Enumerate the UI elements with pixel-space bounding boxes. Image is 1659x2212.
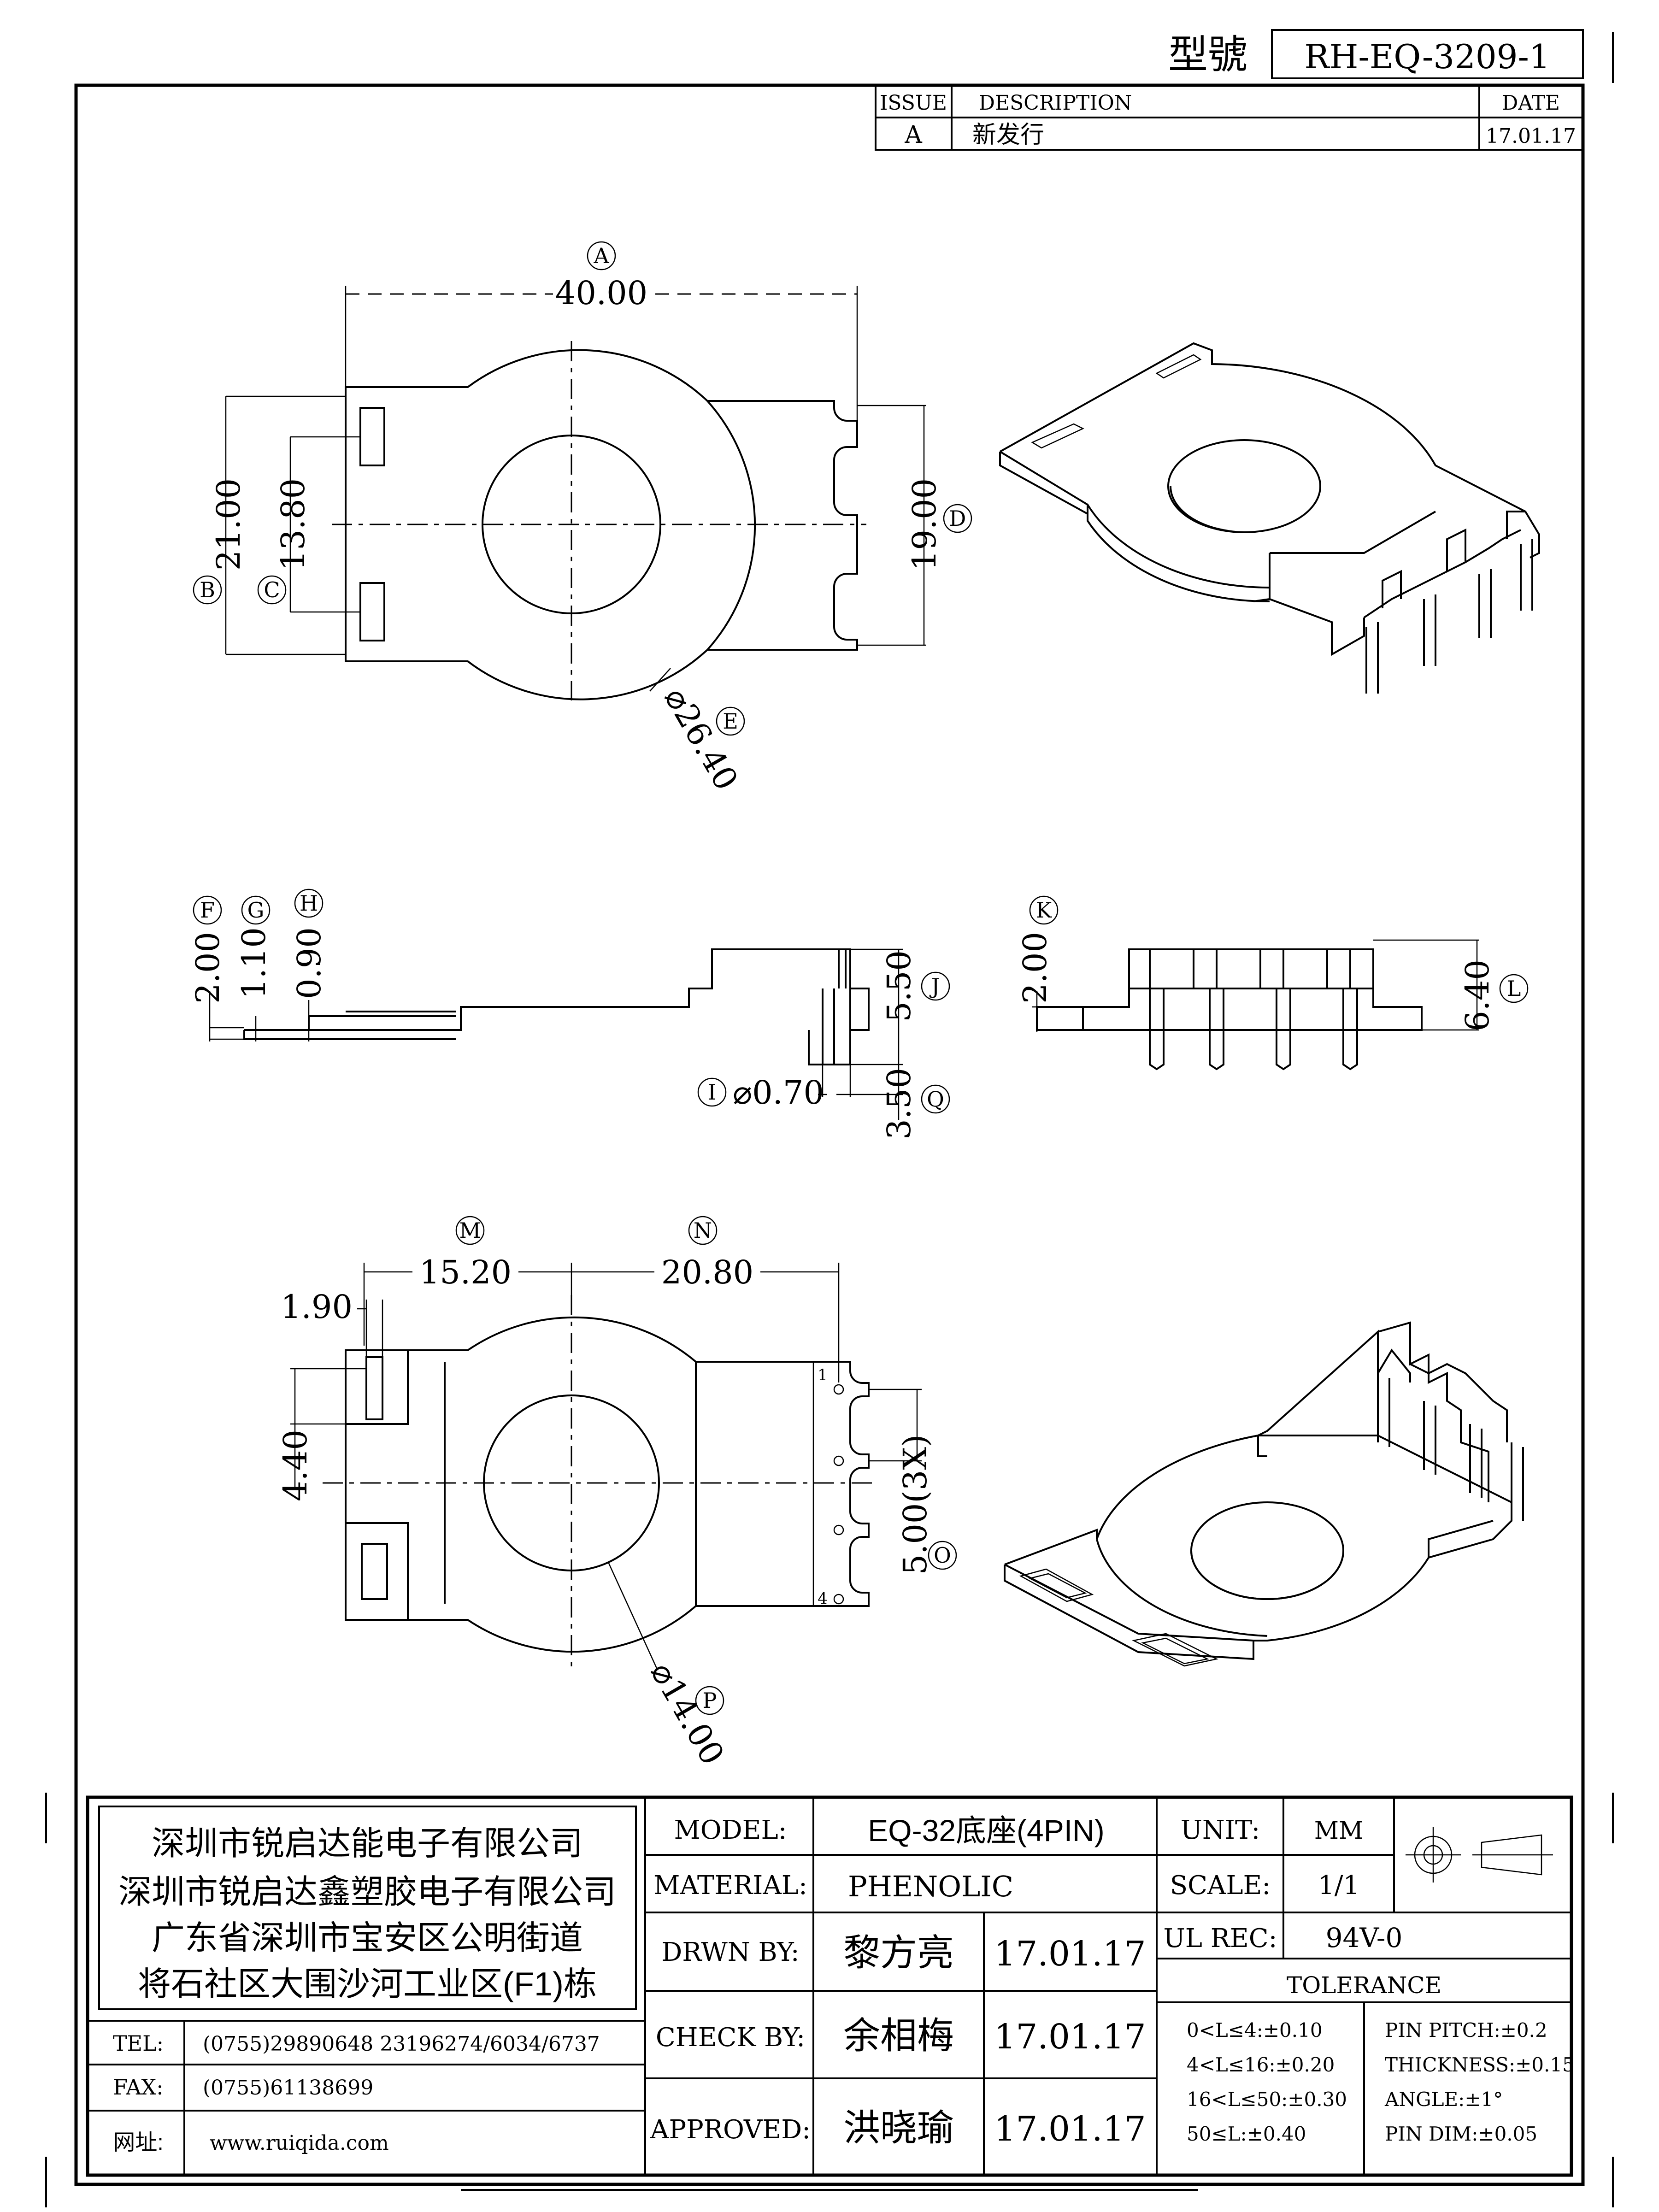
dim-n-tag: N [694,1218,712,1243]
model-value-tb: EQ-32底座(4PIN) [868,1813,1104,1847]
dim-c-tag: C [264,577,280,602]
material-label: MATERIAL: [653,1871,807,1900]
dim-190-value: 1.90 [281,1288,353,1326]
dim-c-value: 13.80 [274,478,312,571]
model-number: RH-EQ-3209-1 [1304,37,1550,76]
header-model: 型號 RH-EQ-3209-1 [1168,29,1584,79]
isometric-view-top [999,342,1540,694]
rev-date: 17.01.17 [1486,124,1576,148]
bottom-view: 1 4 15.20 M 20.80 N 1.90 4.40 5.00(3X) O [276,1216,957,1771]
dim-d-tag: D [949,506,966,531]
tol-right-3: ANGLE:±1° [1384,2088,1503,2111]
dim-k-tag: K [1036,898,1053,923]
dim-440-value: 4.40 [276,1430,314,1501]
dim-i-value: ⌀0.70 [733,1074,824,1112]
model-label-tb: MODEL: [674,1815,787,1845]
dim-a-tag: A [593,243,609,268]
dim-e-value: ⌀26.40 [657,681,745,797]
ul-value: 94V-0 [1326,1922,1403,1953]
dim-q-tag: Q [927,1087,944,1112]
web-value: www.ruiqida.com [210,2131,389,2155]
web-label: 网址: [113,2130,163,2155]
tel-label: TEL: [113,2031,164,2056]
dim-d-value: 19.00 [906,478,943,571]
dim-l-tag: L [1507,976,1521,1001]
drawn-name: 黎方亮 [843,1932,954,1973]
side-view: 2.00 K 6.40 L [1016,895,1529,1071]
dim-h-value: 0.90 [290,927,328,999]
dim-o-tag: O [934,1543,951,1568]
dim-g-tag: G [247,898,265,923]
dim-k-value: 2.00 [1016,932,1054,1004]
check-date: 17.01.17 [994,2017,1146,2057]
material-value: PHENOLIC [848,1870,1013,1903]
revision-table: ISSUE DESCRIPTION DATE A 新发行 17.01.17 [875,84,1584,151]
approved-name: 洪晓瑜 [843,2107,954,2148]
check-name: 余相梅 [843,2015,954,2056]
tol-left-2: 4<L≤16:±0.20 [1187,2053,1335,2076]
top-view: 40.00 A 21.00 B 13.80 C 19.00 D ⌀26.40 E [193,241,972,797]
dim-h-tag: H [300,891,318,916]
dim-g-value: 1.10 [235,927,273,999]
dim-j-value: 5.50 [880,950,918,1022]
approved-date: 17.01.17 [994,2109,1146,2149]
rev-col-date: DATE [1502,91,1560,115]
company-line-2: 深圳市锐启达鑫塑胶电子有限公司 [118,1874,616,1911]
company-line-3: 广东省深圳市宝安区公明街道 [152,1920,583,1957]
dim-e-tag: E [723,709,738,734]
pin-1-label: 1 [818,1366,828,1384]
fax-value: (0755)61138699 [203,2076,373,2100]
tol-right-4: PIN DIM:±0.05 [1385,2123,1537,2145]
pin-4-label: 4 [818,1589,828,1608]
drawn-label: DRWN BY: [661,1937,799,1967]
tol-left-3: 16<L≤50:±0.30 [1187,2088,1347,2111]
dim-j-tag: J [930,974,940,999]
scale-label: SCALE: [1170,1871,1271,1900]
tel-value: (0755)29890648 23196274/6034/6737 [203,2032,600,2056]
tol-left-1: 0<L≤4:±0.10 [1187,2019,1323,2041]
rev-issue: A [904,121,923,149]
dim-n-value: 20.80 [661,1253,753,1291]
dim-p-value: ⌀14.00 [643,1656,731,1771]
rev-col-description: DESCRIPTION [979,91,1132,115]
tolerance-title: TOLERANCE [1287,1972,1441,1999]
dim-f-value: 2.00 [189,932,227,1004]
front-view: 2.00 F 1.10 G 0.90 H 5.50 J 3.50 Q I ⌀0.… [189,888,950,1140]
scale-value: 1/1 [1318,1871,1359,1900]
ul-label: UL REC: [1164,1924,1277,1953]
model-label: 型號 [1168,33,1247,77]
isometric-view-bottom [1004,1321,1524,1667]
corner-marks [45,32,1614,2207]
title-block: 深圳市锐启达能电子有限公司 深圳市锐启达鑫塑胶电子有限公司 广东省深圳市宝安区公… [86,1795,1575,2177]
company-line-1: 深圳市锐启达能电子有限公司 [152,1825,583,1862]
tol-right-1: PIN PITCH:±0.2 [1385,2019,1547,2041]
check-label: CHECK BY: [656,2023,805,2053]
projection-symbol-icon [1406,1827,1553,1883]
unit-label: UNIT: [1181,1815,1260,1845]
dim-a-value: 40.00 [555,274,647,312]
approved-label: APPROVED: [650,2115,811,2145]
company-line-4: 将石社区大围沙河工业区(F1)栋 [138,1966,597,2003]
dim-m-tag: M [459,1218,481,1243]
tol-left-4: 50≤L:±0.40 [1187,2123,1306,2145]
dim-q-value: 3.50 [880,1068,918,1140]
dim-b-value: 21.00 [210,478,247,571]
dim-f-tag: F [200,898,215,923]
dim-o-value: 5.00(3X) [896,1435,934,1575]
dim-m-value: 15.20 [419,1253,512,1291]
drawn-date: 17.01.17 [994,1934,1146,1974]
rev-col-issue: ISSUE [880,91,947,115]
unit-value: MM [1314,1817,1364,1845]
dim-b-tag: B [200,577,215,602]
fax-label: FAX: [113,2075,163,2100]
dim-p-tag: P [703,1688,717,1713]
rev-description: 新发行 [972,122,1044,148]
dim-l-value: 6.40 [1459,959,1496,1031]
sheet-border [74,83,1585,2186]
dim-i-tag: I [708,1080,716,1105]
tol-right-2: THICKNESS:±0.15 [1385,2053,1575,2076]
